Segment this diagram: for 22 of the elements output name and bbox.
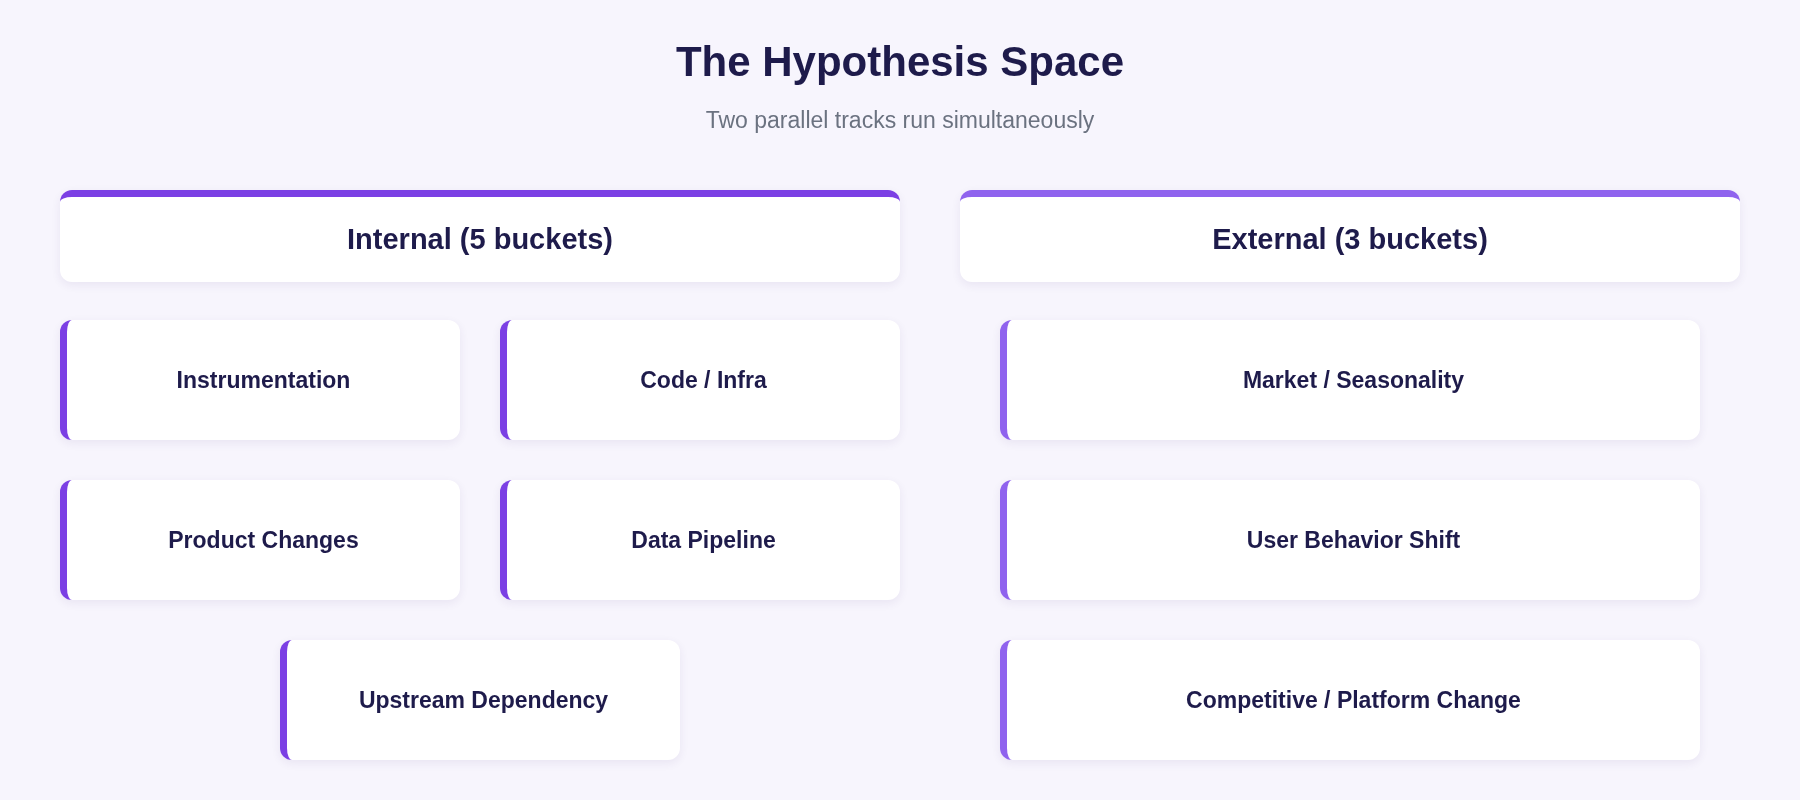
- bucket-label: Data Pipeline: [631, 526, 776, 554]
- bucket-label: Code / Infra: [640, 366, 767, 394]
- diagram-title: The Hypothesis Space: [675, 38, 1125, 86]
- bucket-card: [60, 480, 460, 600]
- track-header-card: [60, 190, 900, 282]
- bucket-card: [1000, 320, 1700, 440]
- track-header-card: [960, 190, 1740, 282]
- track-heading: Internal (5 buckets): [347, 223, 613, 256]
- subtitle: Two parallel tracks run simultaneously: [705, 107, 1095, 134]
- bucket-card: [60, 320, 460, 440]
- bucket-label: User Behavior Shift: [1246, 526, 1461, 554]
- track-heading: External (3 buckets): [1212, 223, 1488, 256]
- bucket-card: [1000, 480, 1700, 600]
- bucket-label: Market / Seasonality: [1242, 366, 1465, 394]
- bucket-label: Product Changes: [168, 526, 359, 554]
- bucket-label: Instrumentation: [176, 366, 351, 394]
- bucket-card: [500, 480, 900, 600]
- bucket-card: [1000, 640, 1700, 760]
- bucket-card: [500, 320, 900, 440]
- bucket-label: Upstream Dependency: [358, 686, 609, 714]
- bucket-card: [280, 640, 680, 760]
- bucket-label: Competitive / Platform Change: [1186, 686, 1521, 714]
